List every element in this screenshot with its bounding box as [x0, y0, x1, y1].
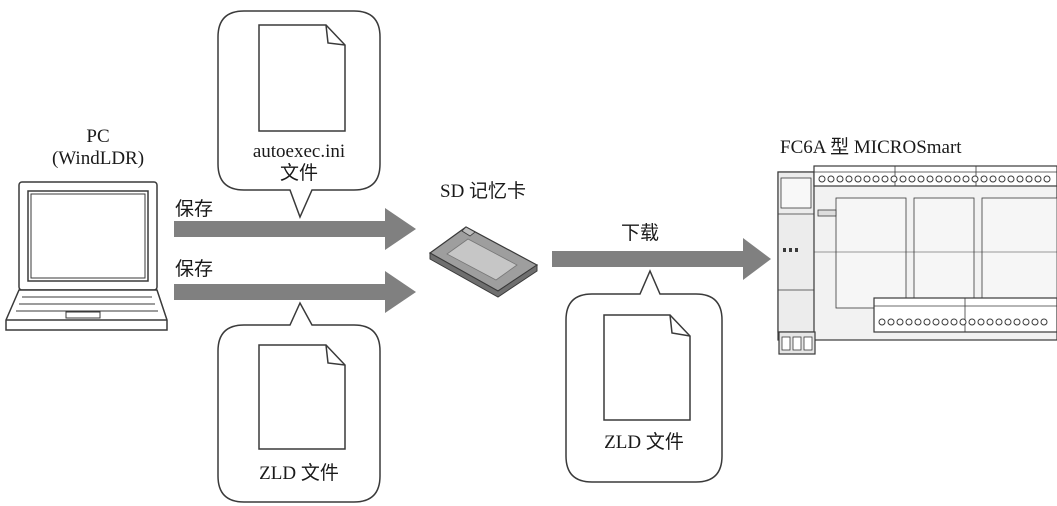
plc-icon [777, 165, 1057, 355]
file-icon-zld-bottom [258, 344, 346, 450]
sd-card-label: SD 记忆卡 [440, 181, 527, 202]
laptop-icon [5, 181, 168, 331]
callout-top-suffix: 文件 [279, 163, 318, 184]
callout-top-filename: autoexec.ini [252, 141, 346, 162]
download-arrow [552, 238, 771, 280]
callout-bottom-filename: ZLD 文件 [259, 463, 339, 484]
save-label-bottom: 保存 [175, 259, 214, 280]
save-label-top: 保存 [175, 199, 214, 220]
sd-card-icon [428, 226, 539, 298]
pc-software-label: (WindLDR) [51, 148, 145, 169]
pc-label: PC [86, 126, 110, 147]
save-arrow-top [174, 208, 416, 250]
save-arrow-bottom [174, 271, 416, 313]
callout-right-filename: ZLD 文件 [604, 432, 684, 453]
plc-label: FC6A 型 MICROSmart [780, 137, 962, 158]
plc-terminal-screws [818, 175, 1051, 326]
download-label: 下载 [620, 223, 659, 244]
file-icon-zld-right [603, 314, 691, 421]
file-icon-autoexec [258, 24, 346, 132]
